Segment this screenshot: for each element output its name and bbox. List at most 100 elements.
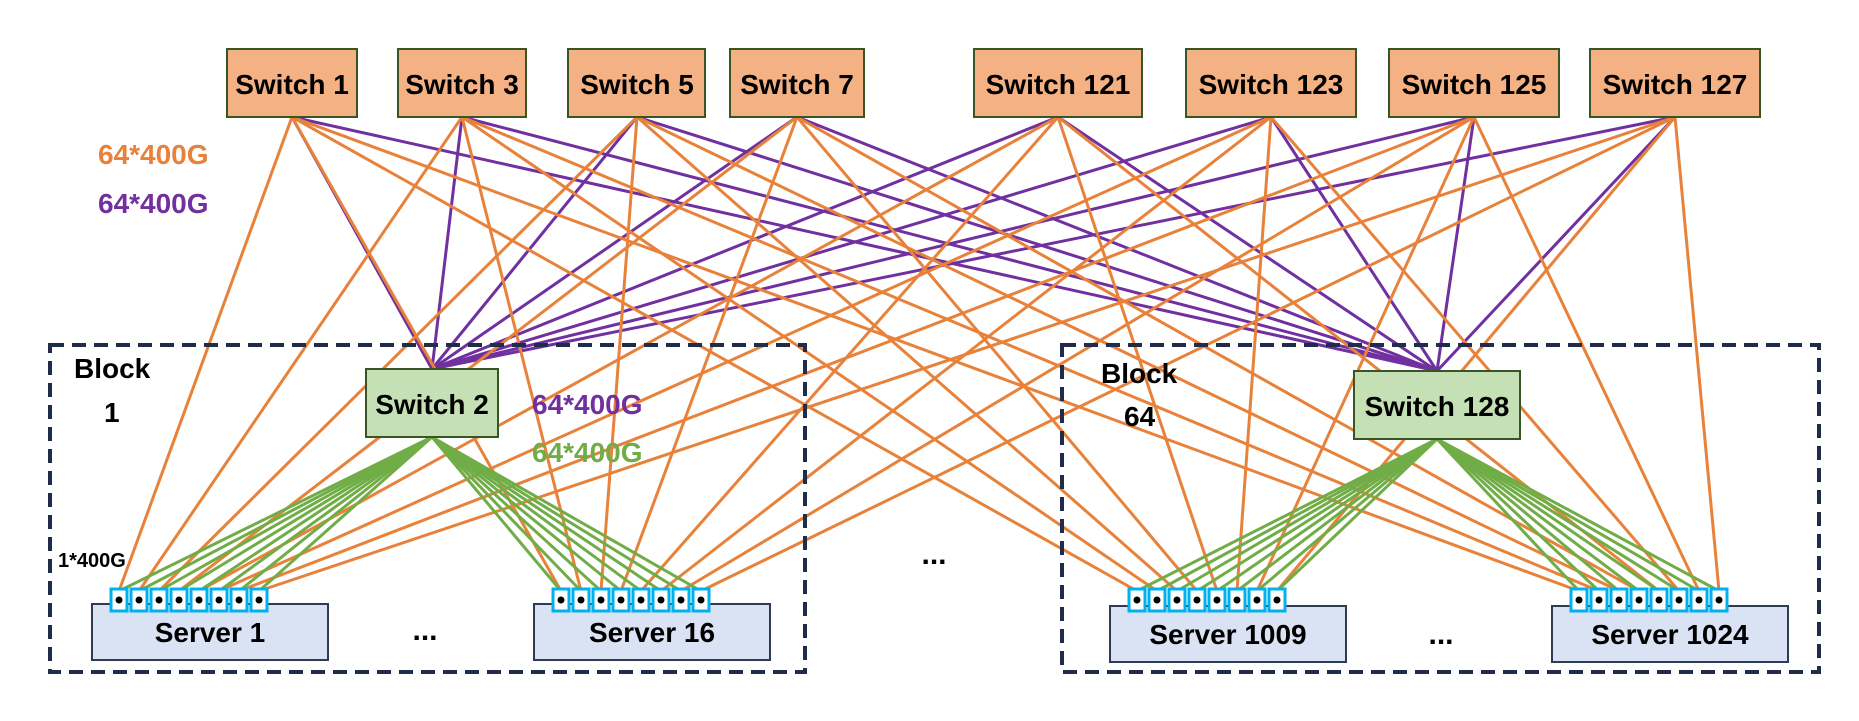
server-port-dot (557, 596, 565, 604)
green-link (431, 435, 682, 593)
orange-link (1275, 116, 1677, 592)
top-switch-127: Switch 127 (1589, 48, 1761, 118)
orange-link (619, 116, 799, 592)
orange-link (461, 115, 1158, 593)
server-port-dot (1675, 596, 1683, 604)
orange-link (1235, 116, 1273, 592)
top-switch-1: Switch 1 (226, 48, 358, 118)
server-port-dot (1253, 596, 1261, 604)
purple-link (636, 115, 1438, 373)
green-link (1436, 437, 1620, 593)
server-port-dot (215, 596, 223, 604)
orange-link (636, 115, 1620, 593)
top-switch-label: Switch 5 (580, 69, 694, 100)
legend-orange-bandwidth: 64*400G (98, 139, 209, 170)
green-link (1216, 437, 1438, 593)
green-link (431, 435, 662, 593)
purple-link (431, 115, 1059, 371)
legend-purple-bandwidth: 64*400G (98, 188, 209, 219)
server-label: Server 1024 (1591, 619, 1749, 650)
block-switch-2: Switch 2 (365, 368, 499, 438)
server-port-dot (677, 596, 685, 604)
server-port-dot (1133, 596, 1141, 604)
purple-link (1057, 115, 1438, 373)
green-link (1196, 437, 1438, 593)
server-label: Server 1009 (1149, 619, 1306, 650)
block-64-outline (1060, 343, 1821, 674)
orange-link (599, 116, 639, 592)
green-link (431, 435, 642, 593)
orange-link (461, 115, 1600, 593)
purple-link (430, 116, 639, 370)
orange-link (796, 115, 1640, 593)
server-16: Server 16 (533, 603, 771, 661)
block-1-label-number: 1 (104, 397, 120, 428)
orange-link (795, 116, 1199, 592)
top-switch-5: Switch 5 (567, 48, 706, 118)
green-link (138, 435, 433, 593)
top-switch-label: Switch 3 (405, 69, 519, 100)
block-1-outline (48, 343, 807, 674)
green-link (1236, 437, 1438, 593)
top-switch-label: Switch 127 (1603, 69, 1748, 100)
top-switch-label: Switch 1 (235, 69, 349, 100)
block-switch-label: Switch 128 (1365, 391, 1510, 422)
orange-link (291, 115, 1580, 593)
green-link (1436, 437, 1640, 593)
block-64-label-title: Block (1101, 358, 1178, 389)
links-layer (117, 115, 1721, 593)
server-port-dot (577, 596, 585, 604)
ellipsis-between-blocks: ... (921, 538, 946, 571)
server-port-dot (697, 596, 705, 604)
orange-link (639, 116, 1060, 592)
server-port-dot (255, 596, 263, 604)
green-link (1436, 437, 1680, 593)
server-1009: Server 1009 (1109, 605, 1347, 663)
top-switch-125: Switch 125 (1388, 48, 1560, 118)
orange-link (218, 115, 1272, 593)
server-port-dot (657, 596, 665, 604)
block-64-label-number: 64 (1124, 401, 1156, 432)
green-link (1435, 437, 1581, 593)
green-link (1256, 437, 1438, 593)
orange-link (700, 115, 1676, 593)
orange-link (680, 115, 1475, 593)
purple-link (1435, 115, 1677, 373)
server-label: Server 1 (155, 617, 266, 648)
server-1024: Server 1024 (1551, 605, 1789, 663)
top-switch-label: Switch 121 (986, 69, 1131, 100)
purple-link (431, 115, 1475, 371)
green-link (258, 435, 433, 593)
server-port-dot (1715, 596, 1723, 604)
green-link (1436, 437, 1660, 593)
block-purple-bandwidth: 64*400G (532, 389, 643, 420)
orange-link (1673, 116, 1721, 592)
server-port-dot (1273, 596, 1281, 604)
ports-layer (109, 587, 1729, 613)
green-link (1436, 437, 1700, 593)
server-port-dot (1695, 596, 1703, 604)
green-link (430, 435, 603, 593)
green-link (198, 435, 433, 593)
orange-link (291, 115, 1138, 593)
block-switch-label: Switch 2 (375, 389, 489, 420)
ellipsis-block1-servers: ... (412, 614, 437, 647)
green-link (431, 435, 622, 593)
server-port-dot (1193, 596, 1201, 604)
block-1-label-title: Block (74, 353, 151, 384)
server-1: Server 1 (91, 603, 329, 661)
server-port-dot (597, 596, 605, 604)
top-switch-123: Switch 123 (1185, 48, 1357, 118)
orange-link (198, 115, 1059, 593)
top-switch-label: Switch 123 (1199, 69, 1344, 100)
green-link (431, 435, 702, 593)
green-link (1436, 437, 1720, 593)
ellipsis-block64-servers: ... (1428, 618, 1453, 651)
green-link (1156, 437, 1438, 593)
green-link (430, 436, 563, 592)
top-switch-121: Switch 121 (973, 48, 1143, 118)
green-link (158, 435, 433, 593)
green-link (178, 435, 433, 593)
server-port-dot (1595, 596, 1603, 604)
